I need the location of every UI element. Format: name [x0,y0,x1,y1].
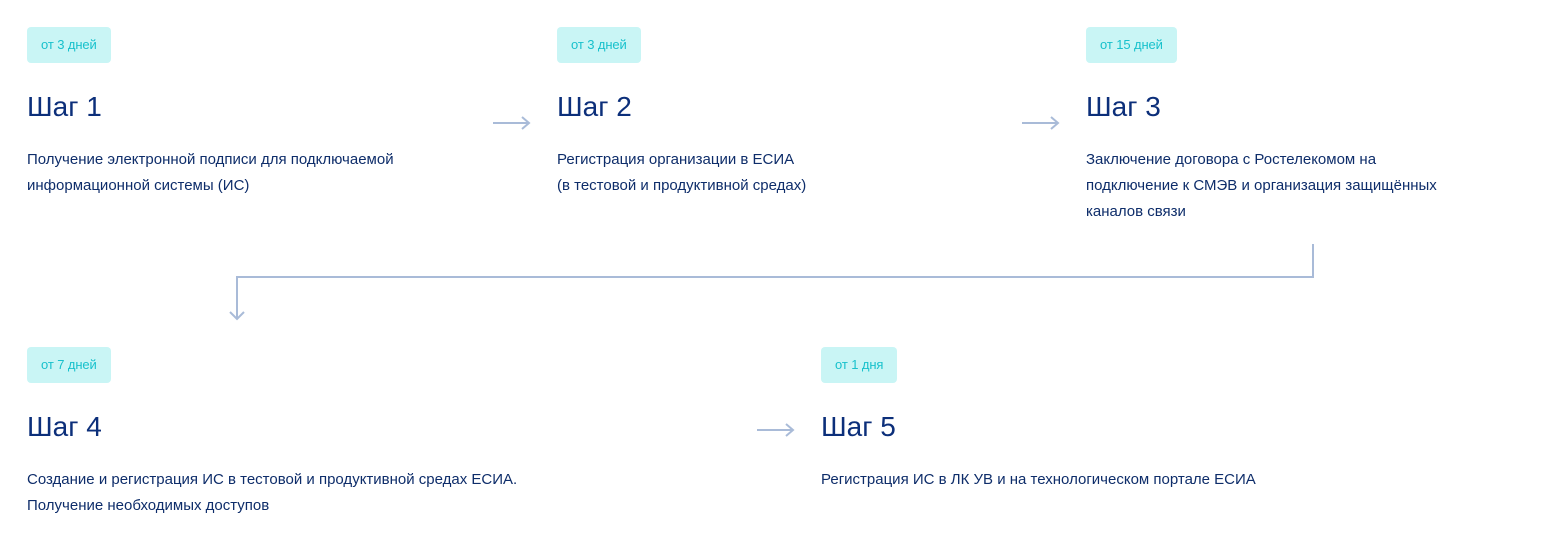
duration-badge: от 1 дня [821,347,898,383]
elbow-arrow-down-icon [226,244,1318,324]
step-title: Шаг 2 [557,91,632,122]
step-2: от 3 дней Шаг 2 Регистрация организации … [557,27,1017,227]
step-title: Шаг 1 [27,91,102,122]
step-5: от 1 дня Шаг 5 Регистрация ИС в ЛК УВ и … [821,347,1521,527]
step-3: от 15 дней Шаг 3 Заключение договора с Р… [1086,27,1546,227]
step-title: Шаг 3 [1086,91,1161,122]
duration-badge: от 3 дней [557,27,641,63]
arrow-right-icon [756,421,796,439]
step-description: Создание и регистрация ИС в тестовой и п… [27,471,518,514]
step-title: Шаг 4 [27,411,102,442]
duration-badge: от 15 дней [1086,27,1177,63]
step-description: Регистрация организации в ЕСИА (в тестов… [557,151,807,194]
step-description: Регистрация ИС в ЛК УВ и на технологичес… [821,471,1256,488]
duration-badge: от 7 дней [27,347,111,383]
step-description: Заключение договора с Ростелекомом на по… [1086,151,1437,220]
step-title: Шаг 5 [821,411,896,442]
step-4: от 7 дней Шаг 4 Создание и регистрация И… [27,347,727,527]
step-description: Получение электронной подписи для подклю… [27,151,394,194]
arrow-right-icon [492,114,532,132]
duration-badge: от 3 дней [27,27,111,63]
step-1: от 3 дней Шаг 1 Получение электронной по… [27,27,487,227]
arrow-right-icon [1021,114,1061,132]
